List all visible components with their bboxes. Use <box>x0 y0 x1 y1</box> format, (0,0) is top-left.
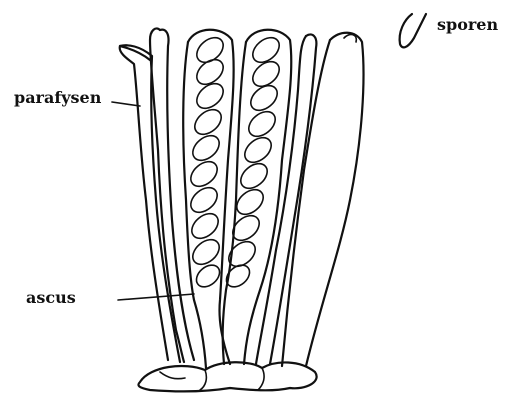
spore-symbol-icon <box>400 14 426 47</box>
label-sporen: sporen <box>437 17 498 33</box>
label-ascus: ascus <box>26 290 76 306</box>
paraphysis-right-large <box>282 33 364 366</box>
label-parafysen: parafysen <box>14 90 101 106</box>
ascus-leader-line <box>118 294 194 300</box>
ascus-left <box>183 30 233 368</box>
base-cells <box>138 362 316 391</box>
parafysen-leader-line <box>112 102 140 106</box>
